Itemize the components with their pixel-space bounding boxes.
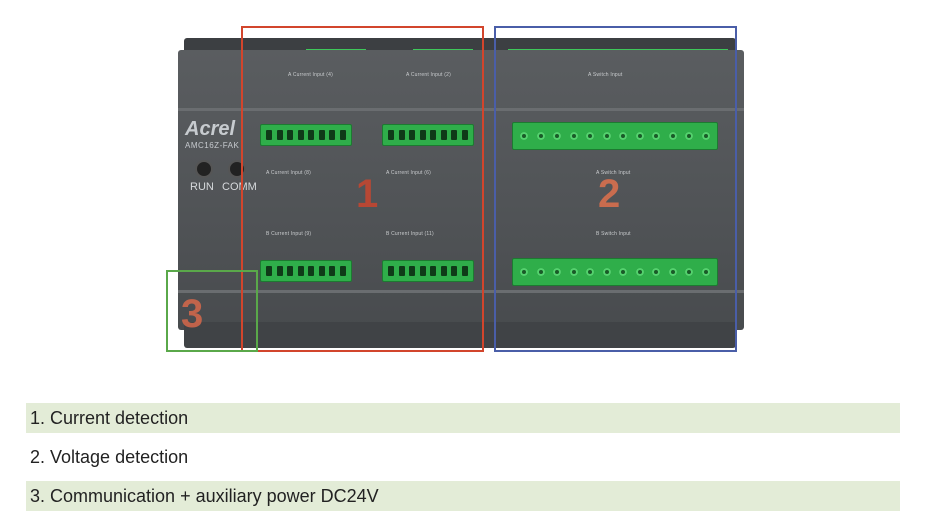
region-3-frame	[166, 270, 258, 352]
caption-voltage-detection: 2. Voltage detection	[30, 447, 189, 467]
current-terminal-block	[260, 124, 352, 146]
current-input-label: A Current Input (2)	[406, 72, 451, 78]
current-input-label: A Current Input (8)	[266, 170, 311, 176]
region-1-frame	[241, 26, 484, 352]
device-bottom-edge	[184, 322, 736, 348]
current-terminal-block	[260, 260, 352, 282]
caption-communication-power: 3. Communication + auxiliary power DC24V	[26, 481, 900, 511]
device-top-edge	[184, 38, 736, 50]
region-2-number: 2	[598, 172, 621, 216]
voltage-terminal-block	[512, 122, 718, 150]
device-ridge	[178, 290, 744, 293]
voltage-terminal-block	[512, 258, 718, 286]
current-input-label: A Current Input (6)	[386, 170, 431, 176]
current-input-label: A Current Input (4)	[288, 72, 333, 78]
region-1-number: 1	[356, 172, 379, 216]
device-image: A Current Input (4) A Current Input (2) …	[178, 32, 744, 348]
region-2-frame	[494, 26, 737, 352]
current-input-label: B Current Input (9)	[266, 231, 312, 237]
caption-current-detection: 1. Current detection	[26, 403, 900, 433]
run-led	[195, 160, 213, 178]
switch-input-label: B Switch Input	[596, 231, 631, 237]
brand-logo: Acrel	[185, 118, 236, 140]
current-terminal-block	[382, 124, 474, 146]
run-led-label: RUN	[190, 181, 214, 193]
switch-input-label: A Switch Input	[588, 72, 623, 78]
current-input-label: B Current Input (11)	[386, 231, 434, 237]
switch-input-label: A Switch Input	[596, 170, 631, 176]
model-label: AMC16Z-FAK	[185, 141, 240, 150]
current-terminal-block	[382, 260, 474, 282]
region-3-number: 3	[181, 292, 204, 336]
device-ridge	[178, 108, 744, 111]
comm-led-label: COMM	[222, 181, 257, 193]
